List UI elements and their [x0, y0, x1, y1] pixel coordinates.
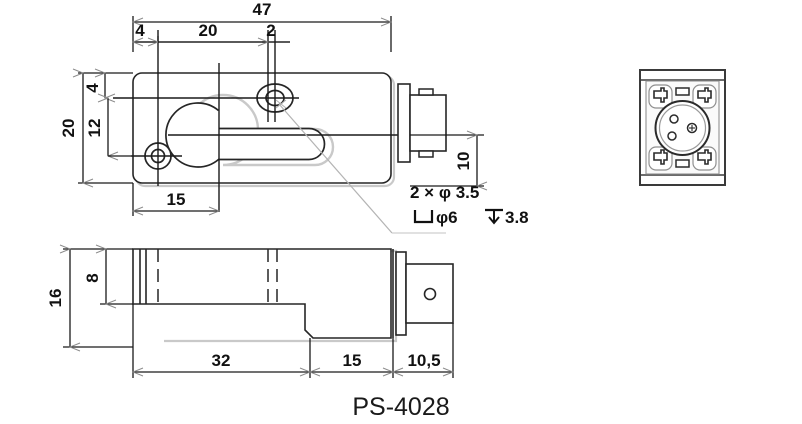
connector-tab-bottom: [418, 150, 434, 158]
dim-side-horizontal: 32 15 10,5: [133, 304, 453, 378]
counterbore-icon: [413, 210, 434, 224]
top-view-connector: [397, 83, 447, 163]
hole-callout-group: 2 × φ 3.5 φ6 3.8: [410, 183, 529, 227]
top-view-group: 47 4 20 2 20 4: [59, 0, 529, 234]
dim-label-10-5: 10,5: [407, 351, 440, 370]
front-view-pin-1: [669, 114, 679, 124]
side-view-left-end-plate: [139, 249, 147, 304]
dim-label-10: 10: [454, 152, 473, 171]
note-depth: 3.8: [505, 208, 529, 227]
dim-label-20: 20: [199, 21, 218, 40]
dim-label-15-side: 15: [343, 351, 362, 370]
dim-label-15-top: 15: [167, 190, 186, 209]
dim-label-4-left: 4: [135, 21, 145, 40]
side-view-body-outline: [132, 248, 392, 339]
dim-label-32: 32: [212, 351, 231, 370]
front-view-screw-bottom-right: [692, 146, 717, 171]
note-counterbore: φ6: [436, 208, 458, 227]
front-view-screw-top-right: [692, 84, 717, 109]
note-hole-diameter: 2 × φ 3.5: [410, 183, 479, 202]
front-view-key-tab-top: [675, 87, 690, 96]
connector-tab-top: [418, 88, 434, 96]
dim-side-vertical: 16 8: [46, 249, 133, 347]
side-connector-flange: [395, 251, 407, 336]
leader-origin-mark: [275, 99, 287, 109]
dim-label-4-top: 4: [83, 83, 102, 93]
side-view-connector: [392, 249, 454, 338]
dim-label-16: 16: [46, 289, 65, 308]
connector-flange: [397, 83, 411, 163]
page-title: PS-4028: [352, 393, 449, 421]
dim-15-slot-center: 15: [133, 183, 219, 216]
dim-label-2: 2: [266, 21, 275, 40]
hole-callout-leader: [278, 103, 393, 234]
dim-label-8: 8: [83, 273, 102, 282]
dim-label-12: 12: [85, 119, 104, 138]
front-view-screw-bottom-left: [648, 146, 673, 171]
dim-label-20-height: 20: [59, 119, 78, 138]
dim-overall-length-47: 47: [133, 0, 391, 52]
depth-icon: [485, 208, 503, 225]
side-connector-pin-hole: [423, 287, 437, 301]
connector-front-view-group: [639, 69, 726, 186]
front-view-connector-ring-inner: [658, 104, 707, 152]
front-view-pin-3: [686, 122, 698, 134]
dim-row-secondary: 4 20 2: [133, 21, 290, 42]
connector-body: [409, 94, 447, 152]
side-view-group: 16 8 32 15 10,5: [46, 249, 453, 378]
front-view-key-tab-bottom: [675, 159, 690, 168]
dim-10-connector-height: 10: [410, 135, 484, 186]
front-view-screw-top-left: [648, 84, 673, 109]
dim-label-47: 47: [253, 0, 272, 19]
dim-vertical-group: 20 4 12: [59, 73, 133, 183]
front-view-pin-2: [667, 131, 677, 141]
